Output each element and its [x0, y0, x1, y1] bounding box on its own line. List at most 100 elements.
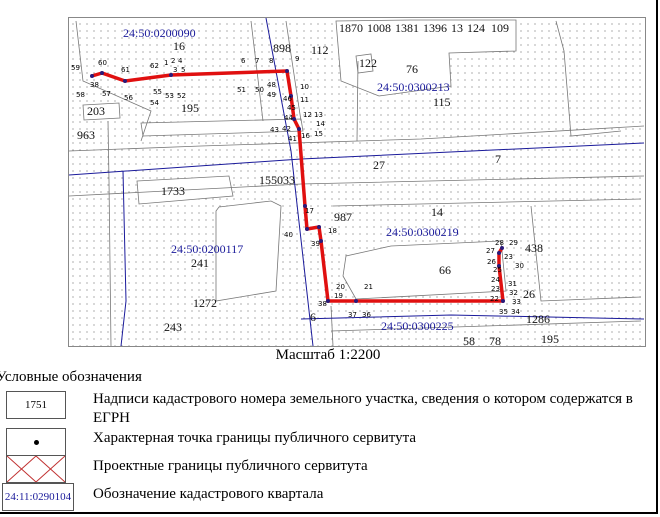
point-label: 4 [178, 57, 183, 65]
point-label: 45 [287, 104, 296, 112]
parcel-label: 195 [541, 332, 559, 346]
point-label: 1 [164, 59, 168, 67]
point-label: 28 [495, 239, 504, 247]
point-label: 43 [270, 126, 279, 134]
point-label: 3 [173, 66, 177, 74]
point-label: 6 [241, 57, 246, 65]
point-label: 49 [267, 91, 276, 99]
parcel-label: 115 [433, 95, 451, 109]
quarter-label: 24:50:0200090 [123, 26, 196, 40]
point-label: 2 [171, 57, 175, 65]
point-label: 8 [269, 57, 273, 65]
legend-sample-point [6, 428, 66, 456]
parcel-label: 14 [431, 205, 443, 219]
boundary-point [100, 71, 104, 75]
point-label: 58 [76, 91, 85, 99]
point-label: 29 [509, 239, 518, 247]
point-label: 16 [301, 132, 310, 140]
point-label: 30 [515, 262, 524, 270]
quarter-labels: 24:50:020009024:50:030021324:50:02001172… [123, 26, 459, 333]
parcel-label: 203 [87, 104, 105, 118]
parcel-label: 1286 [526, 312, 550, 326]
point-label: 22 [490, 295, 499, 303]
parcel-label: 1272 [193, 296, 217, 310]
parcel-label: 7 [495, 152, 501, 166]
boundary-point [317, 225, 321, 229]
point-label: 21 [364, 283, 373, 291]
boundary-point [303, 204, 307, 208]
legend-title: Условные обозначения [0, 369, 142, 385]
boundary-point [305, 227, 309, 231]
point-label: 38 [318, 300, 327, 308]
parcel-label: 1396 [423, 21, 447, 35]
cadastral-map[interactable]: 24:50:020009024:50:030021324:50:02001172… [68, 17, 646, 347]
point-label: 18 [328, 227, 337, 235]
point-label: 44 [284, 114, 293, 122]
boundary-point [326, 299, 330, 303]
point-label: 32 [509, 289, 518, 297]
point-label: 61 [121, 66, 130, 74]
boundary-point [90, 74, 94, 78]
point-label: 9 [295, 55, 299, 63]
legend-text-quarter: Обозначение кадастрового квартала [93, 486, 324, 502]
parcel-label: 1733 [161, 184, 185, 198]
parcel-label: 1008 [367, 21, 391, 35]
parcel-label: 58 [463, 334, 475, 347]
boundary-point [497, 251, 501, 255]
quarter-label: 24:50:0300219 [386, 225, 459, 239]
point-label: 26 [487, 258, 496, 266]
parcel-label: 109 [491, 21, 509, 35]
point-label: 15 [314, 130, 323, 138]
point-label: 20 [336, 283, 345, 291]
boundary-point [297, 127, 301, 131]
parcel-label: 112 [311, 43, 329, 57]
parcel-label: 438 [525, 241, 543, 255]
quarter-label: 24:50:0300225 [381, 319, 454, 333]
point-label: 14 [316, 120, 325, 128]
boundary-point [292, 117, 296, 121]
legend-sample-quarter: 24:11:0290104 [2, 483, 74, 511]
boundary-point [497, 264, 501, 268]
boundary-point [285, 69, 289, 73]
point-label: 54 [150, 99, 159, 107]
point-label: 53 [165, 92, 174, 100]
point-label: 62 [150, 62, 159, 70]
boundary-point [501, 299, 505, 303]
parcel-label: 1381 [395, 21, 419, 35]
point-label: 39 [311, 240, 320, 248]
point-label: 46 [283, 95, 292, 103]
point-label: 37 [348, 311, 357, 319]
point-label: 23 [504, 253, 513, 261]
point-label: 57 [102, 90, 111, 98]
parcel-label: 6 [310, 310, 316, 324]
boundary-point [123, 79, 127, 83]
point-label: 34 [511, 308, 520, 316]
point-label: 56 [124, 94, 133, 102]
parcel-label: 66 [439, 263, 451, 277]
cross-hatch-icon [7, 456, 65, 482]
point-label: 31 [508, 280, 517, 288]
parcel-label: 241 [191, 256, 209, 270]
point-icon [33, 439, 39, 445]
parcel-label: 243 [164, 320, 182, 334]
point-label: 41 [288, 135, 297, 143]
point-label: 36 [362, 311, 371, 319]
point-label: 7 [255, 57, 259, 65]
parcel-boundaries [69, 19, 645, 346]
legend-text-boundary: Проектные границы публичного сервитута [93, 458, 368, 474]
parcel-label: 16 [173, 39, 185, 53]
point-label: 60 [98, 59, 107, 67]
point-label: 55 [153, 88, 162, 96]
legend-sample-boundary [6, 455, 66, 483]
point-label: 17 [305, 207, 314, 215]
point-label: 13 [314, 111, 323, 119]
boundary-point [169, 73, 173, 77]
boundary-point [319, 239, 323, 243]
parcel-label: 1870 [339, 21, 363, 35]
point-label: 10 [300, 83, 309, 91]
boundary-point [354, 299, 358, 303]
parcel-label: 122 [359, 56, 377, 70]
